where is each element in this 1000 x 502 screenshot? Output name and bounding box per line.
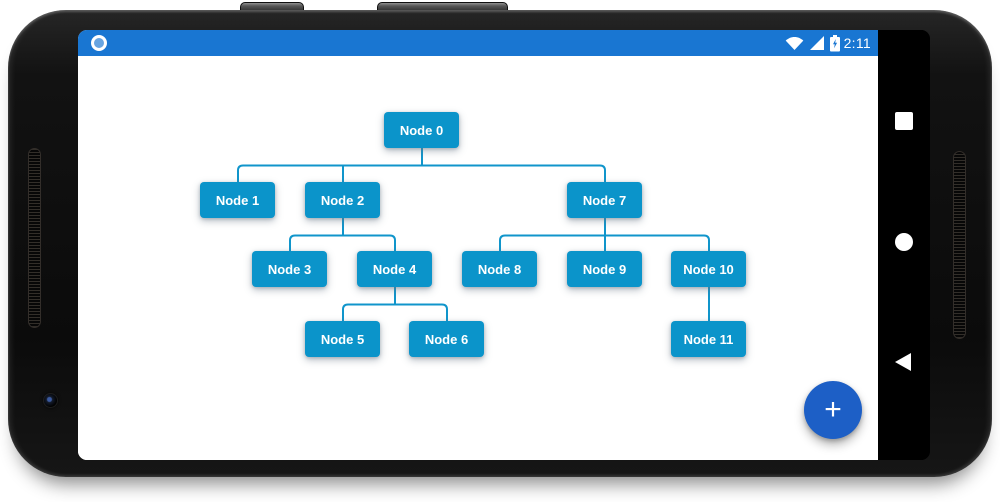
tree-node-0[interactable]: Node 0: [384, 112, 459, 148]
battery-charging-icon: [829, 34, 840, 51]
tree-node-5[interactable]: Node 5: [305, 321, 380, 357]
phone-body: 2:11 Node 0 Node 1 Node 2 Node 7 Node 3 …: [8, 10, 992, 477]
tree-canvas: Node 0 Node 1 Node 2 Node 7 Node 3 Node …: [78, 56, 878, 460]
add-node-fab[interactable]: +: [804, 381, 862, 439]
cellular-signal-icon: [809, 35, 824, 50]
tree-node-9[interactable]: Node 9: [567, 251, 642, 287]
tree-node-10[interactable]: Node 10: [671, 251, 746, 287]
android-nav-bar: [878, 30, 930, 460]
front-camera: [43, 393, 58, 408]
tree-node-3[interactable]: Node 3: [252, 251, 327, 287]
tree-node-2[interactable]: Node 2: [305, 182, 380, 218]
back-button[interactable]: [895, 353, 911, 371]
recents-button[interactable]: [895, 112, 913, 130]
wifi-icon: [785, 36, 803, 50]
tree-node-6[interactable]: Node 6: [409, 321, 484, 357]
tree-node-7[interactable]: Node 7: [567, 182, 642, 218]
tree-node-8[interactable]: Node 8: [462, 251, 537, 287]
notification-circle-icon: [91, 35, 107, 51]
tree-node-11[interactable]: Node 11: [671, 321, 746, 357]
status-bar: 2:11: [78, 30, 878, 56]
phone-screen: 2:11 Node 0 Node 1 Node 2 Node 7 Node 3 …: [78, 30, 930, 460]
plus-icon: +: [824, 393, 842, 426]
clock-text: 2:11: [843, 35, 871, 51]
tree-node-4[interactable]: Node 4: [357, 251, 432, 287]
statusbar-icons: [785, 34, 840, 52]
speaker-grille-right: [953, 151, 966, 339]
home-button[interactable]: [895, 233, 913, 251]
speaker-grille-left: [28, 148, 41, 328]
tree-node-1[interactable]: Node 1: [200, 182, 275, 218]
app-content: 2:11 Node 0 Node 1 Node 2 Node 7 Node 3 …: [78, 30, 878, 460]
